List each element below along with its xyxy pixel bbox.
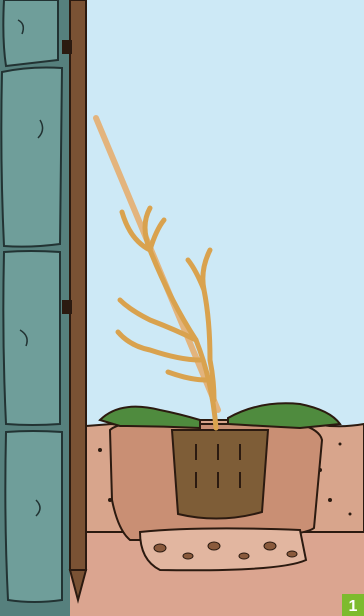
root-ball	[172, 430, 268, 519]
stone-wall	[0, 0, 70, 616]
step-number: 1	[349, 598, 358, 615]
